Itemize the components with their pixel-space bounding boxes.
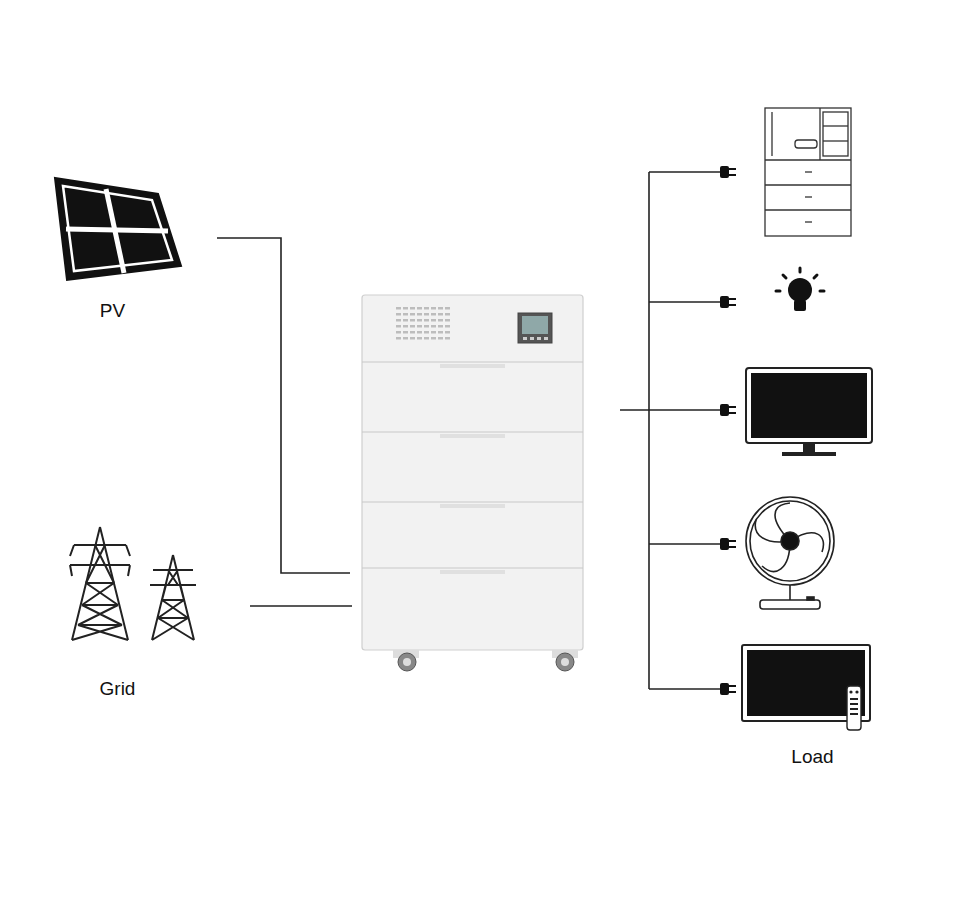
- vent-slots: [396, 307, 450, 340]
- grid-towers: [70, 527, 196, 640]
- node-label: Load: [789, 746, 835, 768]
- wires: [217, 172, 720, 689]
- bulb-icon: [776, 268, 824, 311]
- node-label: Grid: [98, 678, 138, 700]
- icon-node: PV: [45, 170, 180, 322]
- tv-icon: [742, 645, 870, 730]
- monitor-icon: [746, 368, 872, 456]
- plug-symbols: [720, 166, 736, 695]
- battery-cabinet: [362, 295, 583, 671]
- pv-panel: [55, 178, 181, 280]
- icon-node: Grid: [55, 515, 180, 700]
- fridge-icon: [765, 108, 851, 236]
- fan-icon: [746, 497, 834, 609]
- node-label: PV: [98, 300, 127, 322]
- icon-node: Load: [735, 95, 890, 768]
